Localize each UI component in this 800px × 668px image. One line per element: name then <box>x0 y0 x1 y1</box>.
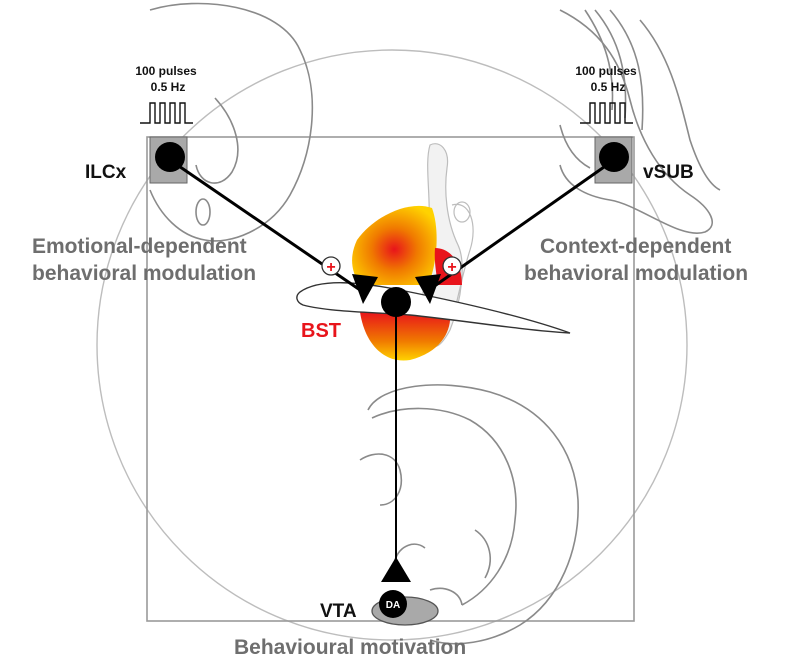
right-plus-sign: + <box>447 259 456 276</box>
bst-label: BST <box>301 320 341 342</box>
vsub-pulses-label: 100 pulses <box>575 64 637 78</box>
ilcx-freq-label: 0.5 Hz <box>151 80 186 94</box>
background-circle <box>96 49 688 641</box>
ilcx-pulses-label: 100 pulses <box>135 64 197 78</box>
bst-lower-nucleus <box>360 312 451 361</box>
prefrontal-outline <box>149 2 314 242</box>
vsub-pulse-train-icon <box>580 102 633 124</box>
ilcx-pulse-train-icon <box>140 102 193 124</box>
emotional-label-line1: Emotional-dependent <box>32 235 247 258</box>
vsub-arrowhead <box>415 274 441 304</box>
vsub-freq-label: 0.5 Hz <box>591 80 626 94</box>
background-square <box>146 136 635 622</box>
midbrain-outline <box>359 384 579 645</box>
context-label-line1: Context-dependent <box>540 235 731 258</box>
bst-neuron <box>381 287 411 317</box>
left-synapse-marker: + <box>321 256 341 276</box>
ilcx-arrowhead <box>352 274 378 304</box>
hippocampus-outline <box>559 9 721 234</box>
vta-arrowhead <box>381 557 411 582</box>
bst-upper-nucleus <box>352 205 437 285</box>
ilcx-label: ILCx <box>85 162 127 183</box>
vta-label: VTA <box>320 601 357 622</box>
emotional-label-line2: behavioral modulation <box>32 262 256 285</box>
vsub-label: vSUB <box>643 162 694 183</box>
vsub-stimulation: 100 pulses 0.5 Hz vSUB <box>575 64 694 184</box>
motivation-label: Behavioural motivation <box>234 636 466 659</box>
left-plus-sign: + <box>326 259 335 276</box>
vta-site: DA VTA <box>320 590 439 626</box>
right-synapse-marker: + <box>442 256 462 276</box>
ilcx-stimulation: 100 pulses 0.5 Hz ILCx <box>85 64 197 184</box>
da-label: DA <box>386 600 400 611</box>
context-label-line2: behavioral modulation <box>524 262 748 285</box>
da-neuron <box>379 590 407 618</box>
